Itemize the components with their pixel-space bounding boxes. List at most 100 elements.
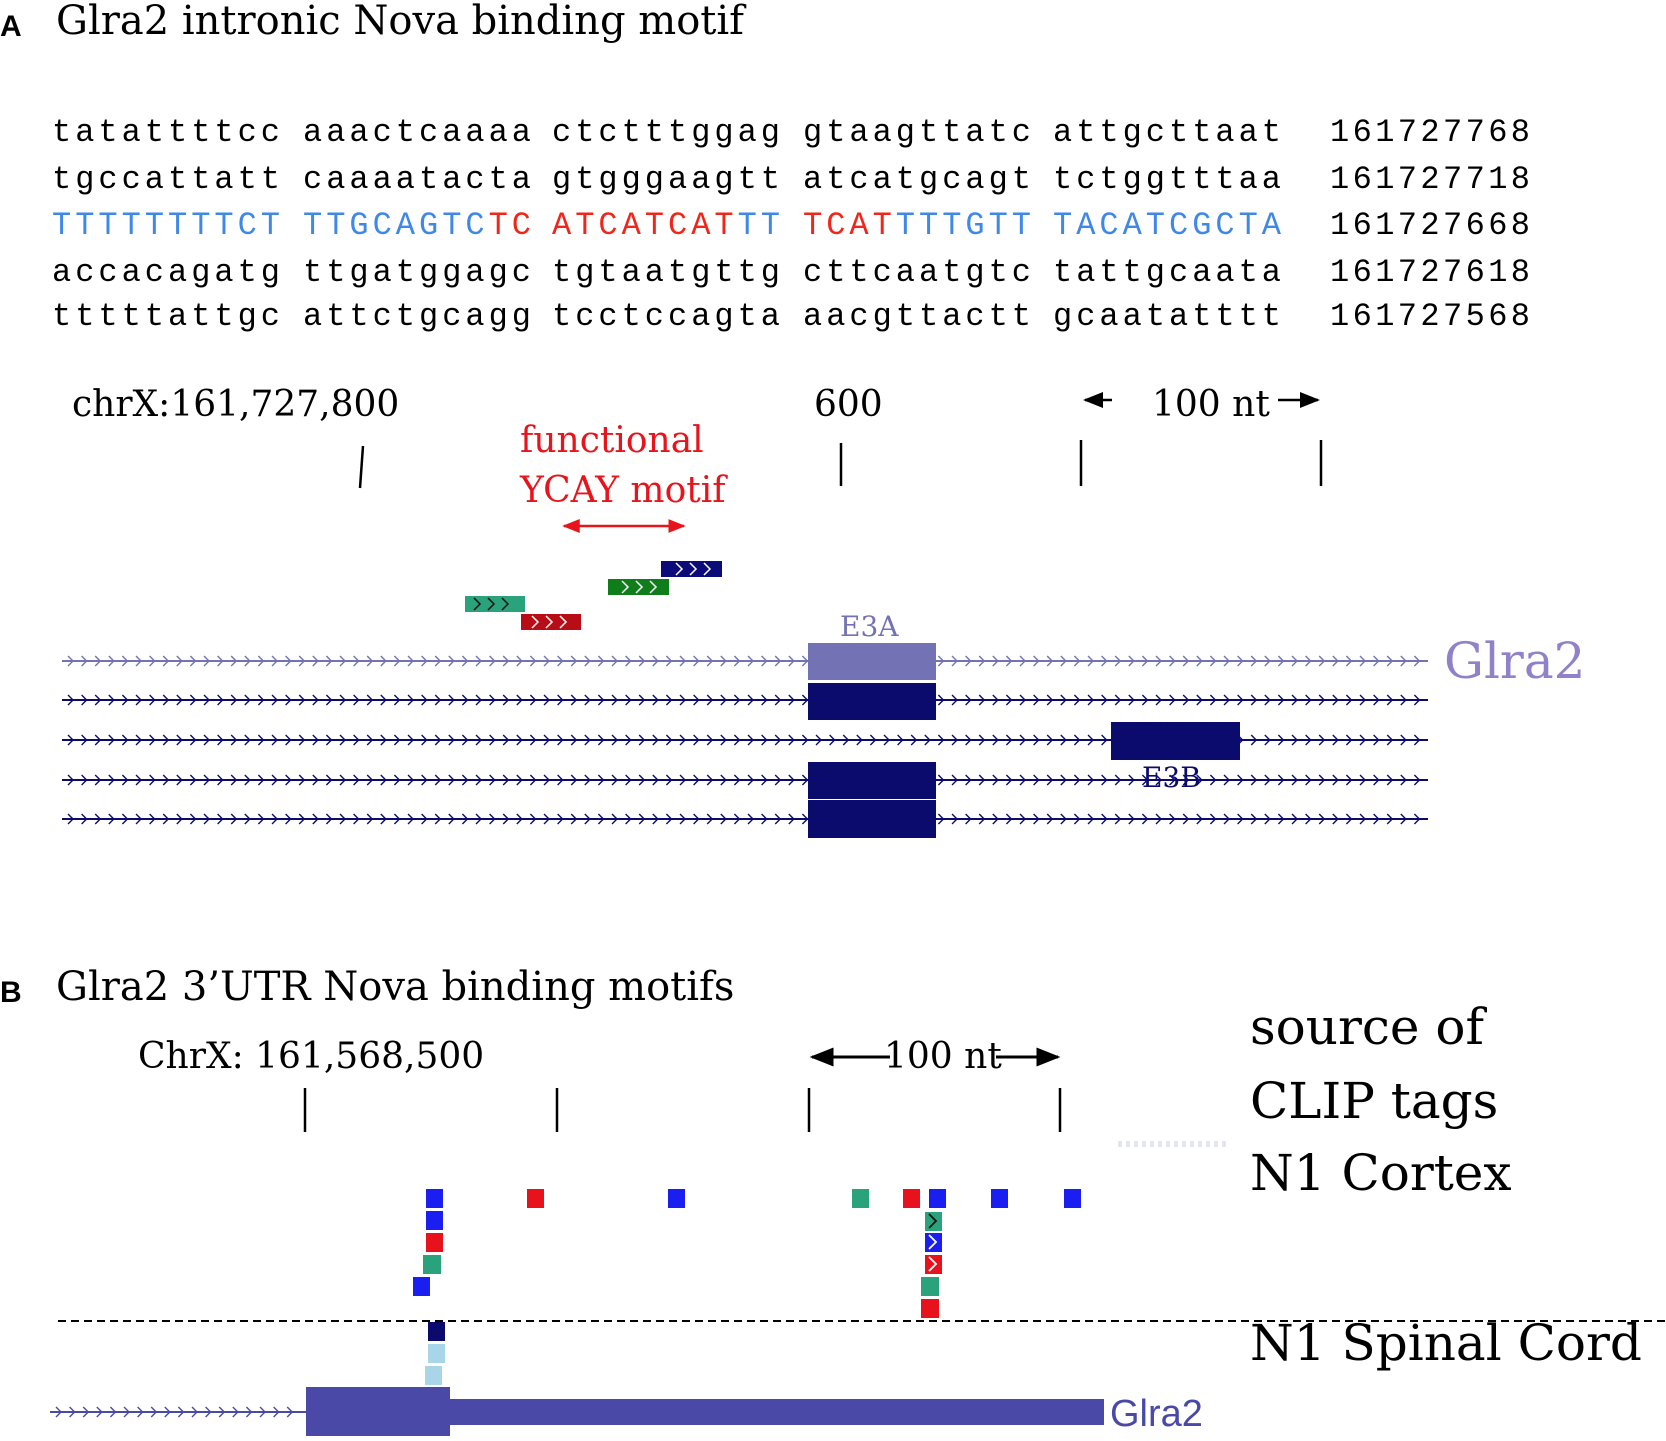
- sequence-group: tcctccagta: [552, 298, 780, 335]
- sequence-segment: TTGCAGTC: [303, 207, 485, 244]
- sequence-group: tctggtttaa: [1053, 161, 1281, 198]
- source-label-line1: source of: [1250, 998, 1487, 1056]
- clip-tag-group-cortex: [413, 1189, 1081, 1318]
- sequence-group: gtgggaagtt: [552, 161, 780, 198]
- sequence-segment: tctggtttaa: [1053, 161, 1281, 198]
- clip-tag: [426, 1233, 443, 1252]
- sequence-block: tatattttcc aaactcaaaa ctctttggag gtaagttatc…: [52, 114, 1530, 335]
- sequence-segment: accacagatg: [52, 254, 280, 291]
- exon-e3b: [1111, 722, 1240, 760]
- panel-a-gene-label: Glra2: [1444, 632, 1585, 690]
- sequence-group: accacagatg: [52, 254, 280, 291]
- exon-e3a: [808, 762, 936, 799]
- sequence-group: caaaatacta: [303, 161, 531, 198]
- clip-tag-spinal: [428, 1322, 445, 1341]
- panel-a-tick-600-label: 600: [814, 384, 883, 425]
- sequence-coordinate: 161727768: [1330, 114, 1530, 151]
- sequence-group: TTTTTTTTCT: [52, 207, 280, 244]
- sequence-group: ctctttggag: [552, 114, 780, 151]
- clip-tag: [925, 1233, 942, 1252]
- panel-a-tick: [358, 445, 365, 489]
- clip-tag: [668, 1189, 685, 1208]
- sequence-coordinate: 161727618: [1330, 254, 1530, 291]
- exon-e3a: [808, 683, 936, 720]
- sequence-segment: tatattttcc: [52, 114, 280, 151]
- sequence-segment: tcctccagta: [552, 298, 780, 335]
- panel-a-title: Glra2 intronic Nova binding motif: [56, 0, 747, 44]
- sequence-segment: gtgggaagtt: [552, 161, 780, 198]
- exon-e3a-label: E3A: [840, 610, 899, 643]
- sequence-segment: caaaatacta: [303, 161, 531, 198]
- source-label-line2: CLIP tags: [1250, 1072, 1498, 1130]
- clip-tag: [527, 1189, 544, 1208]
- sequence-group: tattgcaata: [1053, 254, 1281, 291]
- clip-tag: [465, 596, 525, 612]
- sequence-segment: tgtaatgttg: [552, 254, 780, 291]
- sequence-segment: tttttattgc: [52, 298, 280, 335]
- clip-tag: [852, 1189, 869, 1208]
- exon-e3a: [808, 800, 936, 838]
- panel-b-utr-block: [450, 1399, 1104, 1425]
- clip-tag-spinal: [425, 1366, 442, 1385]
- clip-tag: [921, 1277, 939, 1296]
- sequence-segment: TACATCGCTA: [1053, 207, 1282, 244]
- panel-b-letter: B: [0, 976, 22, 1009]
- clip-tag: [413, 1277, 430, 1296]
- sequence-segment: ATCATCAT: [552, 207, 734, 244]
- transcript-line: [62, 813, 1428, 825]
- sequence-segment: TTTGTT: [896, 207, 1031, 244]
- exon-e3b-label: E3B: [1142, 761, 1201, 794]
- transcript-line: [62, 694, 1428, 706]
- panel-b-coord-label: ChrX: 161,568,500: [138, 1036, 484, 1077]
- panel-b-exon-block: [306, 1387, 450, 1436]
- clip-tag: [991, 1189, 1008, 1208]
- sequence-segment: aacgttactt: [803, 298, 1031, 335]
- sequence-group: gtaagttatc: [803, 114, 1031, 151]
- sequence-segment: TC: [489, 207, 531, 244]
- sequence-group: cttcaatgtc: [803, 254, 1031, 291]
- sequence-group: attgcttaat: [1053, 114, 1281, 151]
- clip-tag: [426, 1211, 443, 1230]
- sequence-group: attctgcagg: [303, 298, 531, 335]
- clip-tag: [903, 1189, 920, 1208]
- sequence-segment: gcaatatttt: [1053, 298, 1281, 335]
- sequence-segment: atcatgcagt: [803, 161, 1031, 198]
- panel-b-gene-model: [50, 1406, 306, 1418]
- panel-b-gene-label: Glra2: [1110, 1393, 1203, 1435]
- transcript-line: [62, 774, 1428, 786]
- motif-label-line1: functional: [520, 420, 704, 461]
- sequence-group: aaactcaaaa: [303, 114, 531, 151]
- sequence-coordinate: 161727568: [1330, 298, 1530, 335]
- panel-a-scale-label: 100 nt: [1152, 384, 1270, 425]
- sequence-group: tgtaatgttg: [552, 254, 780, 291]
- clip-tag: [925, 1255, 942, 1274]
- clip-tag: [423, 1255, 441, 1274]
- source-label-line3: N1 Cortex: [1250, 1144, 1512, 1202]
- clip-tag: [426, 1189, 443, 1208]
- sequence-segment: attgcttaat: [1053, 114, 1281, 151]
- panel-b-scale-label: 100 nt: [884, 1036, 1002, 1077]
- sequence-segment: TT: [738, 207, 780, 244]
- clip-tag: [921, 1299, 939, 1318]
- sequence-group: tatattttcc: [52, 114, 280, 151]
- clip-tag: [925, 1212, 942, 1231]
- sequence-coordinate: 161727668: [1330, 207, 1530, 244]
- sequence-segment: aaactcaaaa: [303, 114, 531, 151]
- panel-b-intron-chevrons: [55, 1406, 294, 1418]
- transcript-line: [62, 655, 1428, 667]
- clip-tag: [929, 1189, 946, 1208]
- panel-a-letter: A: [0, 10, 22, 43]
- sequence-group: tttttattgc: [52, 298, 280, 335]
- sequence-group: TACATCGCTA: [1053, 207, 1282, 244]
- sequence-group: gcaatatttt: [1053, 298, 1281, 335]
- sequence-coordinate: 161727718: [1330, 161, 1530, 198]
- clip-tag: [608, 579, 669, 595]
- clip-tag: [521, 614, 581, 630]
- spinal-cord-label: N1 Spinal Cord: [1250, 1314, 1642, 1372]
- sequence-segment: ttgatggagc: [303, 254, 531, 291]
- motif-label-line2: YCAY motif: [519, 470, 728, 511]
